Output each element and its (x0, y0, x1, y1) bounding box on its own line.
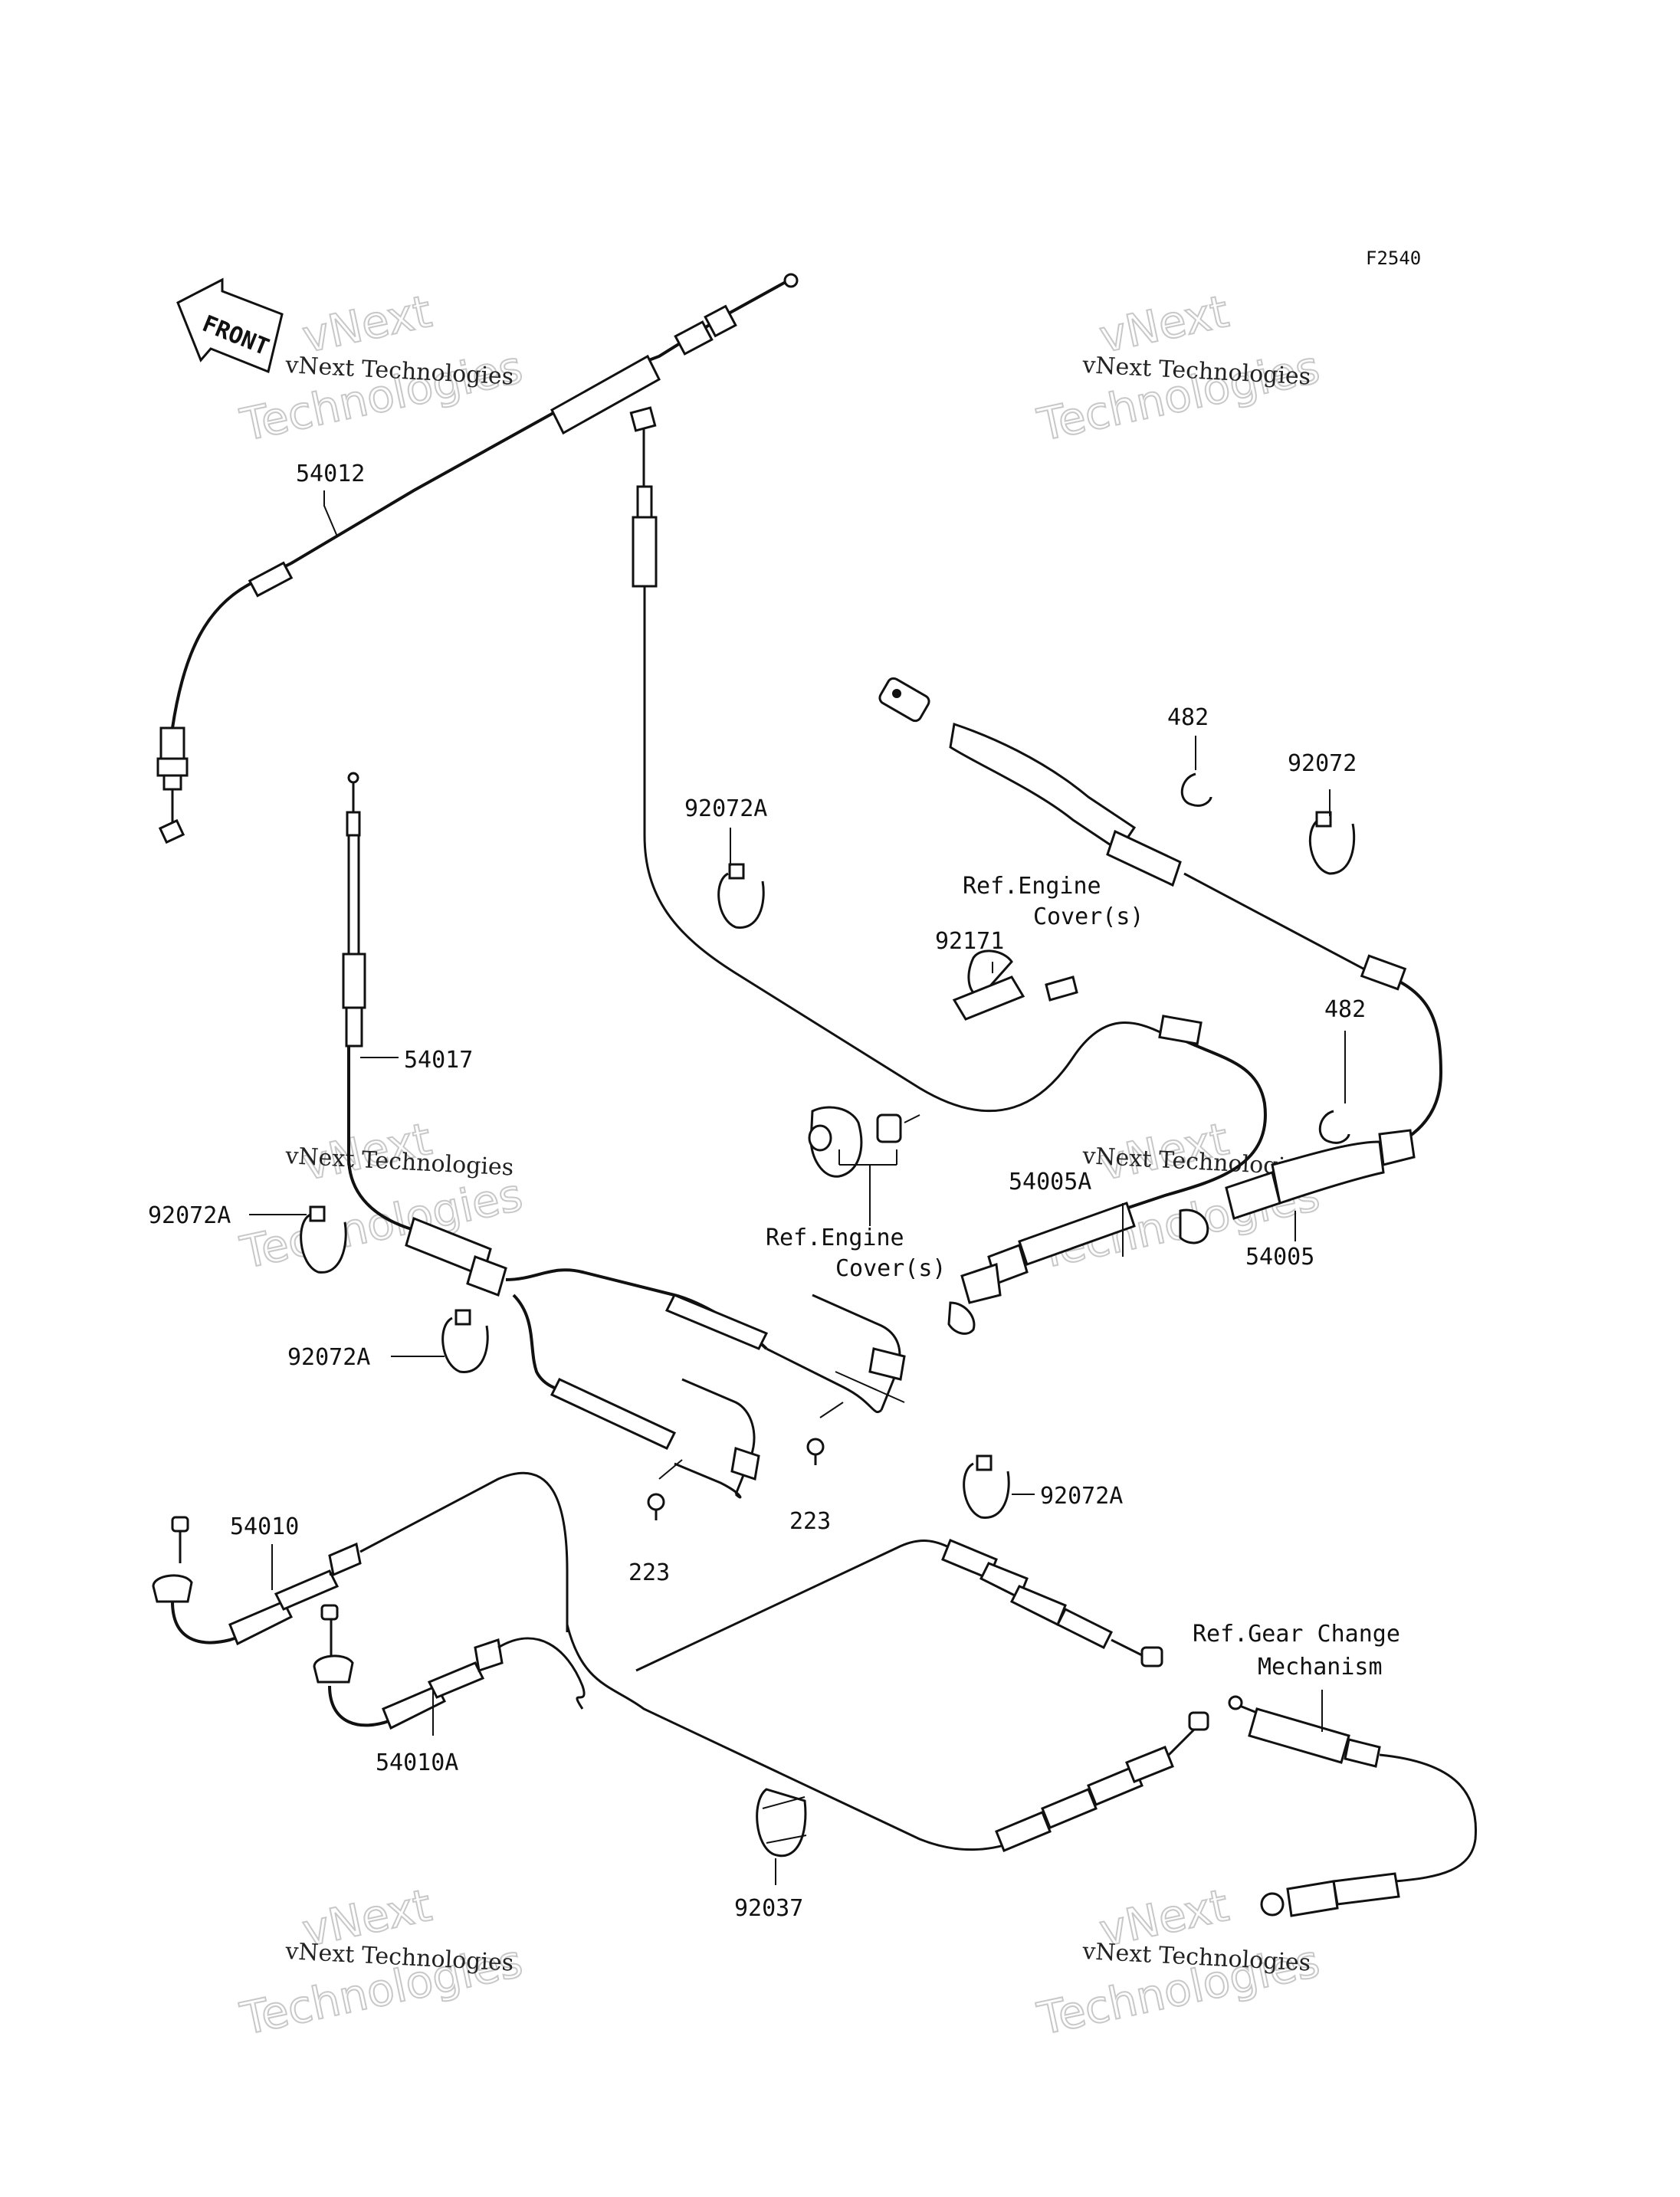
label-54010A: 54010A (376, 1749, 458, 1776)
clamp-92072A-right (963, 1454, 1010, 1519)
front-arrow-icon: FRONT (176, 277, 284, 374)
label-482-mid: 482 (1324, 996, 1366, 1023)
label-54017: 54017 (404, 1047, 473, 1074)
label-92072A-left: 92072A (148, 1202, 231, 1229)
watermark-big-1: vNext (1095, 285, 1233, 363)
watermark-big-1: vNext (298, 285, 436, 363)
cable-54017 (342, 772, 769, 1450)
clamp-92072A-left (300, 1205, 347, 1274)
label-92072A-mid: 92072A (287, 1344, 370, 1371)
clamp-92037 (756, 1788, 807, 1858)
label-54005: 54005 (1245, 1244, 1314, 1271)
label-54012: 54012 (296, 461, 365, 487)
cable-54005 (878, 677, 1443, 1244)
cable-54012 (156, 273, 799, 844)
label-92072A-top: 92072A (684, 795, 767, 822)
watermark-bottom-left: vNext Technologies vNext Technologies (235, 1878, 528, 2046)
clamp-92072-right (1308, 811, 1356, 875)
cable-gear-change (1228, 1695, 1478, 1917)
ref-engine-cover-top-line1: Ref.Engine (963, 873, 1101, 900)
label-223-left: 223 (628, 1559, 670, 1586)
ref-gear-change-line2: Mechanism (1258, 1654, 1383, 1681)
diagram-code: F2540 (1366, 248, 1421, 269)
label-54010: 54010 (230, 1513, 299, 1540)
ref-engine-cover-mid-line1: Ref.Engine (766, 1225, 904, 1251)
small-cables-223 (647, 1294, 906, 1520)
cable-54010A (313, 1604, 586, 1730)
label-482-top: 482 (1167, 704, 1209, 731)
watermark-top-right: vNext Technologies vNext Technologies (1032, 284, 1325, 452)
label-223-right: 223 (789, 1508, 831, 1535)
engine-cover-parts (808, 949, 1078, 1178)
label-54005A: 54005A (1009, 1169, 1091, 1195)
cable-54010 (152, 1471, 569, 1646)
clamp-92072A-top (717, 863, 765, 929)
clamp-92072A-mid (441, 1309, 489, 1373)
cable-bottom-long (566, 1539, 1209, 1852)
label-92072: 92072 (1288, 750, 1357, 777)
circlip-482-mid (1318, 1110, 1350, 1144)
label-92072A-right: 92072A (1040, 1483, 1123, 1510)
ref-engine-cover-top-line2: Cover(s) (1033, 903, 1144, 930)
circlip-482-top (1180, 772, 1212, 807)
label-92037: 92037 (734, 1895, 803, 1922)
cable-54005A (629, 406, 1267, 1335)
watermark-top-left: vNext Technologies vNext Technologies (235, 284, 528, 452)
leader-lines (249, 490, 1346, 1885)
label-92171: 92171 (935, 928, 1004, 955)
ref-engine-cover-mid-line2: Cover(s) (835, 1255, 947, 1282)
ref-gear-change-line1: Ref.Gear Change (1193, 1621, 1400, 1648)
